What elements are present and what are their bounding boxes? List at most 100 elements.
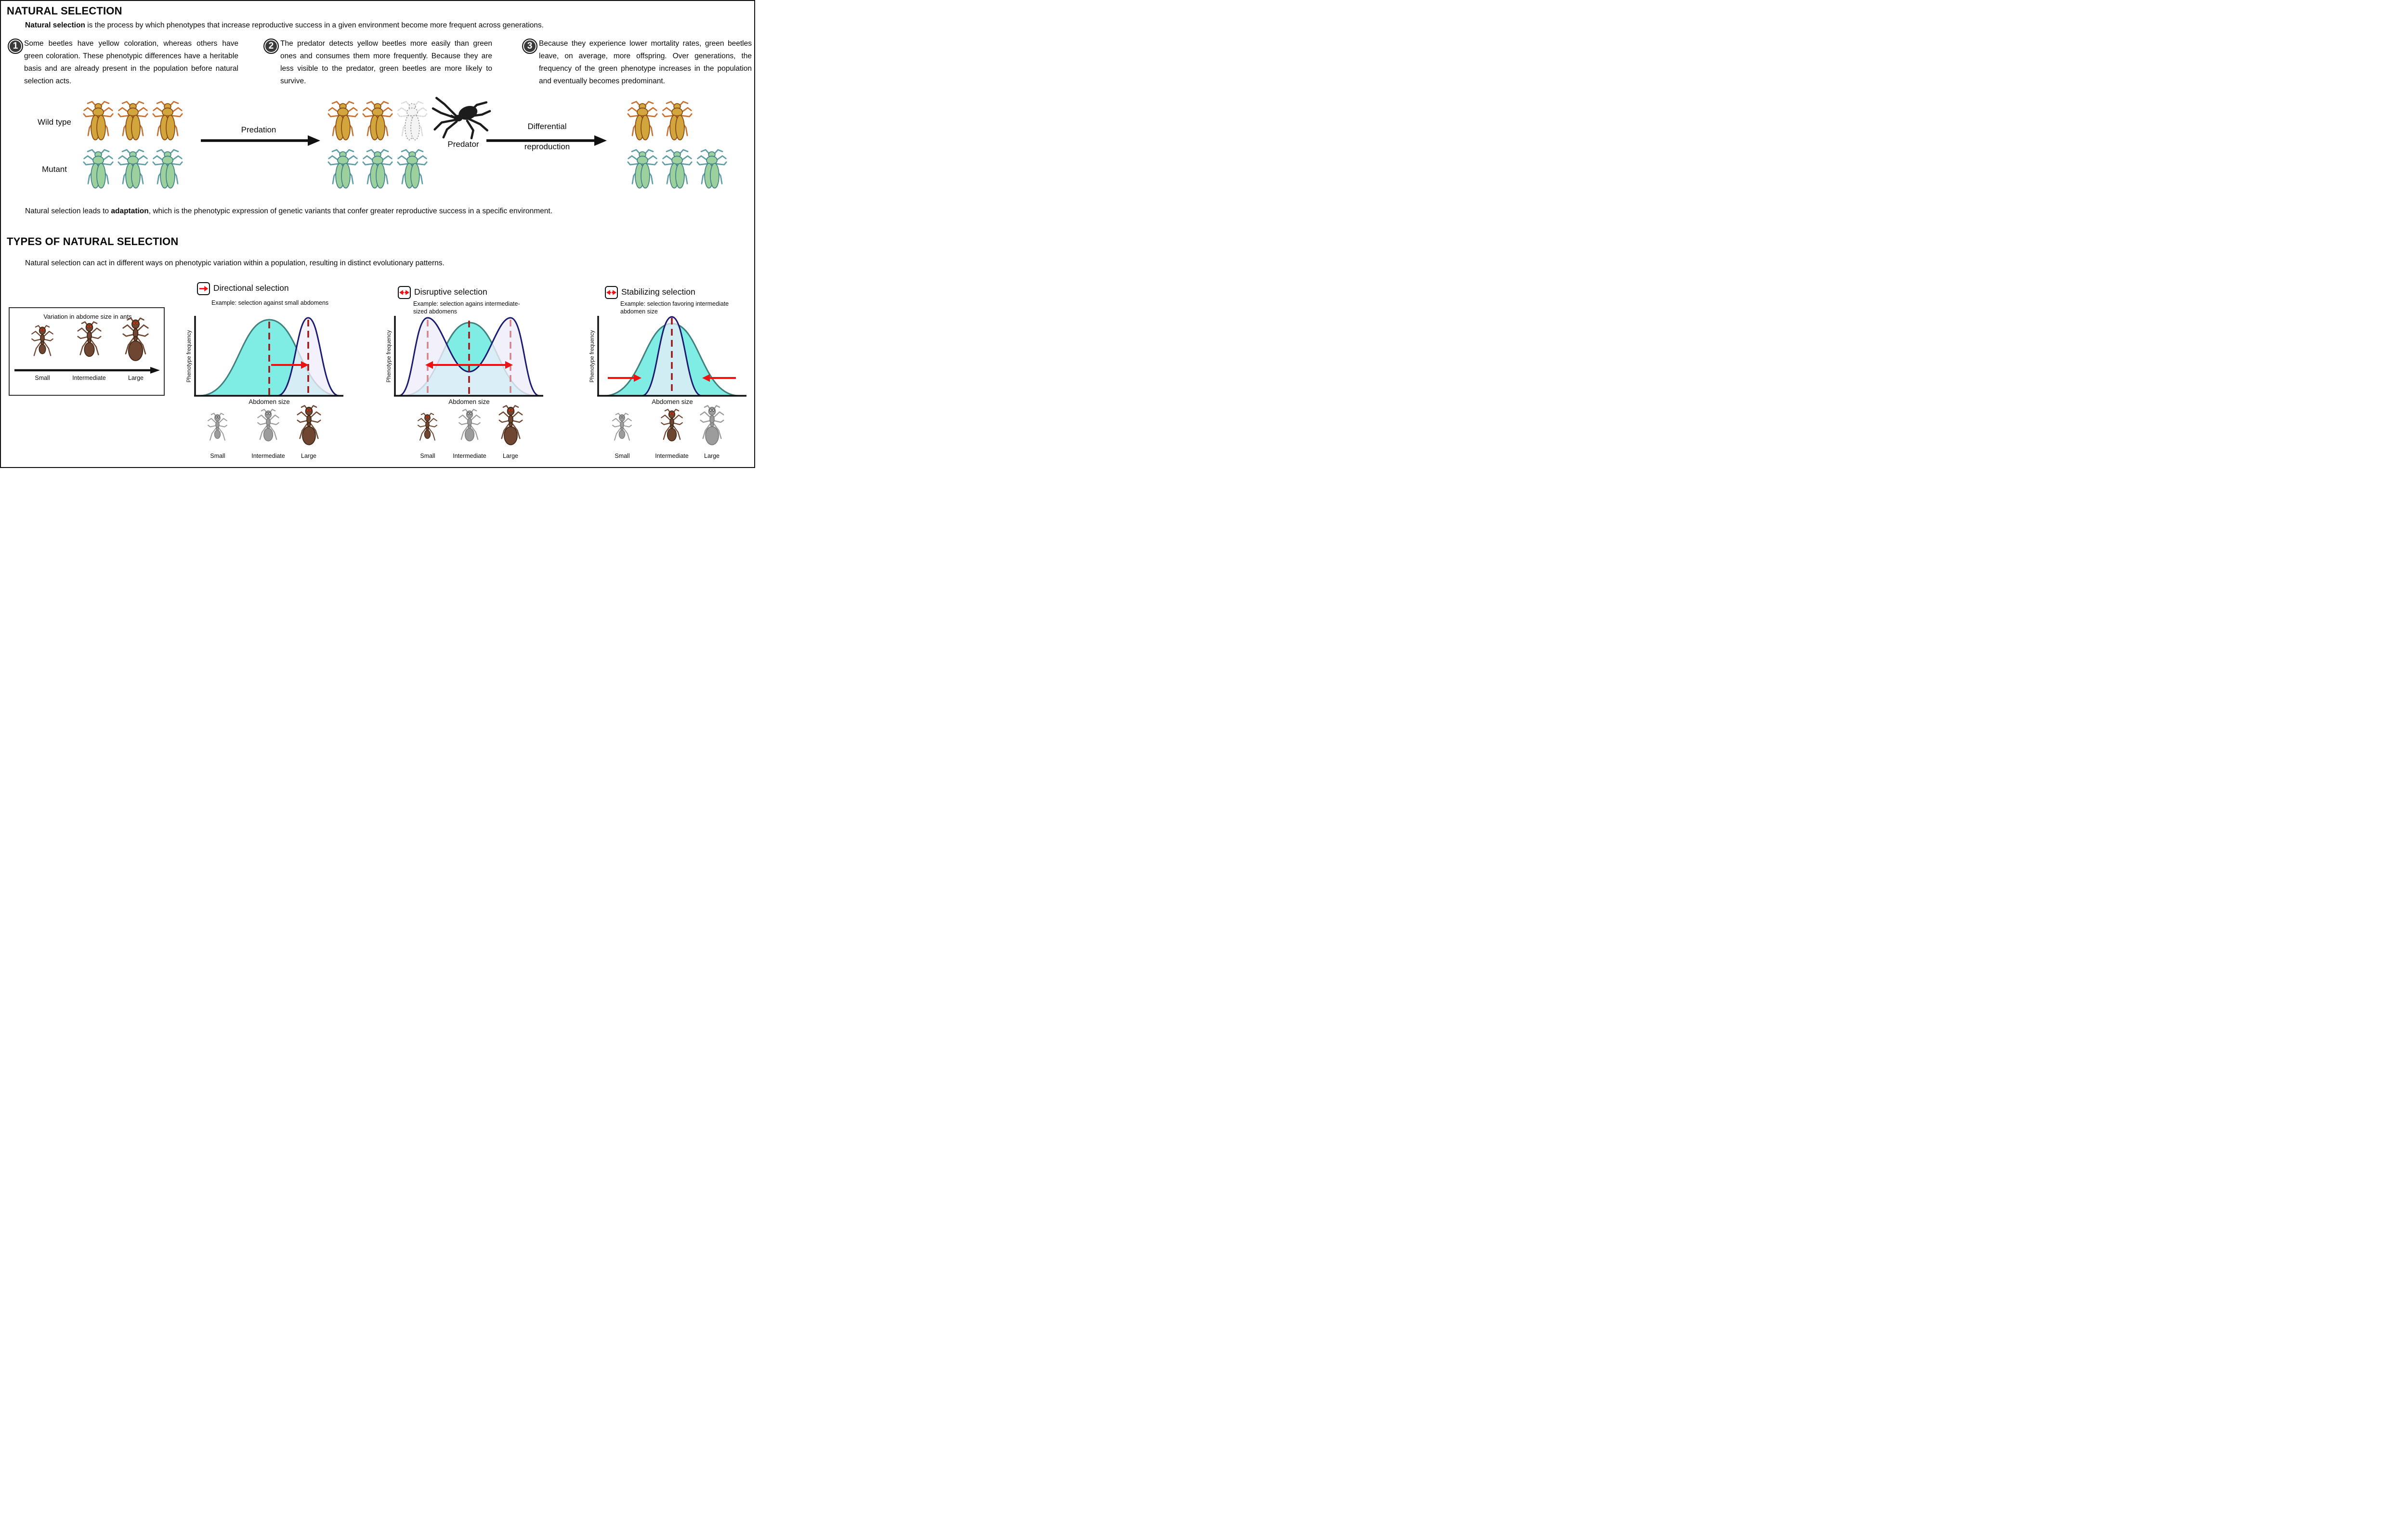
mutant-beetle-icon xyxy=(327,149,358,189)
gray-ant-small-icon xyxy=(208,413,227,441)
differential-reproduction-label-line1: Differential xyxy=(527,122,567,131)
initial-wild-beetles xyxy=(83,100,183,144)
x-axis-label: Abdomen size xyxy=(652,398,693,405)
directional-selection-title: Directional selection xyxy=(213,283,289,293)
wild-beetle-icon xyxy=(152,101,183,141)
stabilizing-ant-intermediate xyxy=(660,408,683,449)
variation-ant-intermediate xyxy=(77,321,102,365)
directional-label-intermediate: Intermediate xyxy=(251,453,285,459)
variation-box-title: Variation in abdome size in ants xyxy=(43,313,132,320)
brown-ant-large-icon xyxy=(498,405,523,445)
size-axis-arrow xyxy=(14,367,160,374)
predation-arrow-label: Predation xyxy=(241,125,276,134)
disruptive-selection-icon xyxy=(398,286,411,299)
stabilizing-label-small: Small xyxy=(615,453,630,459)
step-3-number: 3 xyxy=(522,39,537,54)
disruptive-selection-title: Disruptive selection xyxy=(414,287,487,297)
section2-title: TYPES OF NATURAL SELECTION xyxy=(7,235,179,247)
right-arrow-icon xyxy=(199,286,209,292)
brown-ant-large-icon xyxy=(297,405,321,445)
brown-ant-medium-icon xyxy=(661,409,683,442)
initial-mutant-beetles xyxy=(83,148,183,193)
adaptation-pre: Natural selection leads to xyxy=(25,207,111,215)
wild-beetle-icon xyxy=(362,101,393,141)
stabilizing-selection-title: Stabilizing selection xyxy=(621,287,695,297)
brown-ant-large-icon xyxy=(122,317,149,361)
intro-rest: is the process by which phenotypes that … xyxy=(85,21,544,29)
directional-selection-chart: Phenotype frequency Abdomen size xyxy=(186,316,343,405)
y-axis-label: Phenotype frequency xyxy=(589,330,595,382)
mutant-beetle-icon xyxy=(662,149,693,189)
wild-beetle-icon xyxy=(627,101,658,141)
step-1-number: 1 xyxy=(8,39,23,54)
split-double-arrow xyxy=(425,361,513,369)
ghost-beetle-icon xyxy=(397,101,428,141)
surviving-wild-beetles xyxy=(327,100,428,144)
step-1-text: Some beetles have yellow coloration, whe… xyxy=(24,39,238,86)
y-axis-label: Phenotype frequency xyxy=(386,330,392,382)
mutant-beetle-icon xyxy=(397,149,428,189)
infographic-natural-selection: NATURAL SELECTION Natural selection is t… xyxy=(0,0,755,468)
adaptation-bold: adaptation xyxy=(111,207,149,215)
directional-ant-small xyxy=(207,412,228,449)
stabilizing-ant-small xyxy=(612,412,632,449)
gray-ant-medium-icon xyxy=(458,409,481,442)
variation-box: Variation in abdome size in ants xyxy=(9,307,165,396)
stabilizing-selection-subtitle: Example: selection favoring intermediate… xyxy=(620,300,729,315)
wild-beetle-icon xyxy=(327,101,358,141)
surviving-mutant-beetles xyxy=(327,148,428,193)
variation-label-large: Large xyxy=(128,375,144,381)
converging-arrows xyxy=(608,374,736,382)
stabilizing-label-large: Large xyxy=(704,453,720,459)
x-axis-label: Abdomen size xyxy=(448,398,490,405)
y-axis-label: Phenotype frequency xyxy=(186,330,192,382)
wild-beetle-icon xyxy=(118,101,148,141)
mutant-row-label: Mutant xyxy=(42,165,67,174)
brown-ant-small-icon xyxy=(418,413,437,441)
stabilizing-selection-icon xyxy=(605,286,618,299)
gray-ant-large-icon xyxy=(700,405,724,445)
directional-label-small: Small xyxy=(210,453,225,459)
variation-label-small: Small xyxy=(35,375,50,381)
directional-ant-large xyxy=(296,404,322,449)
stabilizing-ant-large xyxy=(699,404,725,449)
disruptive-label-large: Large xyxy=(503,453,518,459)
directional-selection-icon xyxy=(197,282,210,295)
brown-ant-small-icon xyxy=(31,325,53,356)
stabilizing-label-intermediate: Intermediate xyxy=(655,453,689,459)
final-mutant-beetles xyxy=(627,148,727,193)
disruptive-selection-chart: Phenotype frequency Abdomen size xyxy=(386,316,543,405)
shift-right-arrow xyxy=(271,361,309,369)
mutant-beetle-icon xyxy=(83,149,114,189)
adaptation-post: , which is the phenotypic expression of … xyxy=(148,207,553,215)
disruptive-ant-large xyxy=(498,404,523,449)
mutant-beetle-icon xyxy=(118,149,148,189)
x-axis-label: Abdomen size xyxy=(249,398,290,405)
intro-text: Natural selection is the process by whic… xyxy=(25,21,738,30)
disruptive-ant-small xyxy=(417,412,438,449)
intro-bold: Natural selection xyxy=(25,21,85,29)
differential-reproduction-label-line2: reproduction xyxy=(524,142,570,151)
wild-beetle-icon xyxy=(662,101,693,141)
stabilizing-selection-chart: Phenotype frequency Abdomen size xyxy=(589,316,746,405)
step-2-text: The predator detects yellow beetles more… xyxy=(280,39,492,86)
directional-label-large: Large xyxy=(301,453,316,459)
mutant-beetle-icon xyxy=(152,149,183,189)
wild-beetle-icon xyxy=(83,101,114,141)
step-3-text: Because they experience lower mortality … xyxy=(539,39,752,86)
section2-subtitle: Natural selection can act in different w… xyxy=(25,259,445,267)
differential-reproduction-arrow xyxy=(486,135,607,146)
adaptation-text: Natural selection leads to adaptation, w… xyxy=(25,207,743,216)
disruptive-label-small: Small xyxy=(420,453,435,459)
outward-arrows-icon xyxy=(606,290,616,295)
directional-selection-subtitle: Example: selection against small abdomen… xyxy=(211,299,329,306)
page-title: NATURAL SELECTION xyxy=(7,5,122,17)
spider-icon xyxy=(432,97,491,140)
predation-arrow xyxy=(201,135,320,146)
variation-ant-small xyxy=(31,325,54,365)
mutant-beetle-icon xyxy=(362,149,393,189)
wild-type-row-label: Wild type xyxy=(38,117,71,127)
outward-arrows-icon xyxy=(399,290,409,295)
gray-ant-small-icon xyxy=(612,413,632,441)
step-2-number: 2 xyxy=(263,39,279,54)
